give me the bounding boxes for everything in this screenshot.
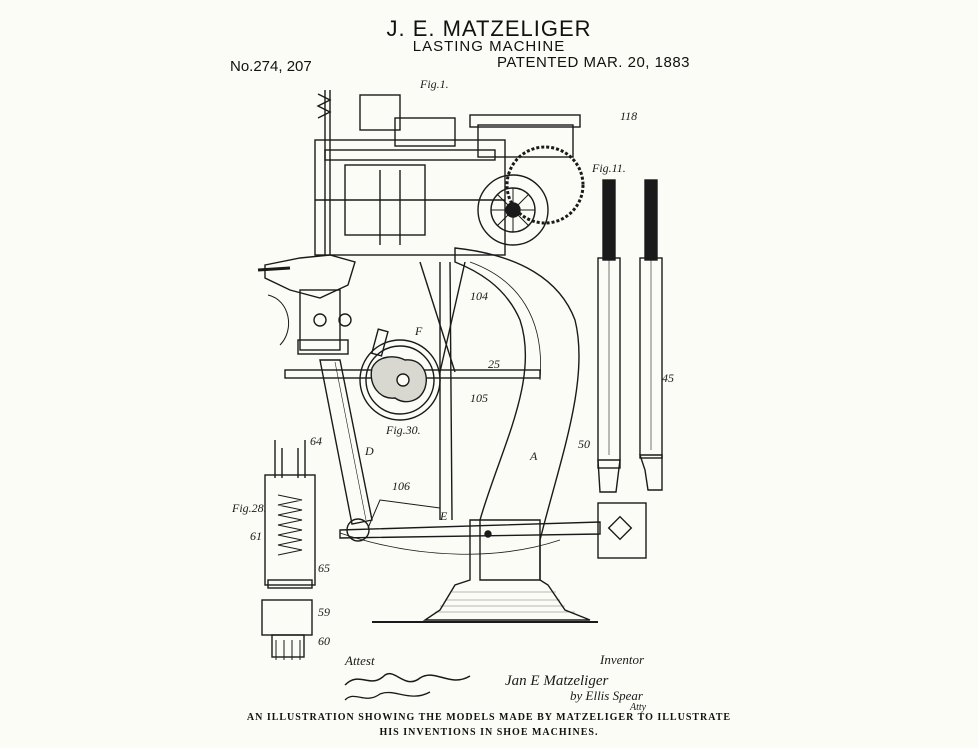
base-pedestal <box>422 519 591 621</box>
spring-housing <box>264 474 316 586</box>
part-label-65: 65 <box>318 561 330 575</box>
treadle-weight <box>597 502 647 559</box>
part-label-45: 45 <box>662 371 674 385</box>
part-label-25: 25 <box>488 357 500 371</box>
fig1-label: Fig.1. <box>419 77 449 91</box>
patent-number: No.274, 207 <box>230 58 312 75</box>
treadle-lever <box>339 521 601 539</box>
slide-bar <box>319 359 373 525</box>
patent-date: PATENTED MAR. 20, 1883 <box>497 54 691 71</box>
part-label-d: D <box>364 444 374 458</box>
inventor-label: Inventor <box>599 652 645 667</box>
inventor-signature: Jan E Matzeliger <box>505 673 608 689</box>
part-label-f: F <box>414 324 423 338</box>
patent-title: LASTING MACHINE <box>412 38 566 55</box>
caption-line-1: AN ILLUSTRATION SHOWING THE MODELS MADE … <box>246 712 732 723</box>
attorney-signature: by Ellis Spear <box>570 688 644 703</box>
witness-signature-1 <box>344 672 471 686</box>
part-label-106: 106 <box>392 479 410 493</box>
part-label-50: 50 <box>578 437 590 451</box>
part-label-59: 59 <box>318 605 330 619</box>
part-label-104: 104 <box>470 289 488 303</box>
part-label-a: A <box>529 449 538 463</box>
upper-head <box>314 139 506 256</box>
fig28-label: Fig.28. <box>231 501 267 515</box>
inventor-name: J. E. MATZELIGER <box>386 16 592 41</box>
part-label-61: 61 <box>250 529 262 543</box>
part-label-60: 60 <box>318 634 330 648</box>
caption-line-2: HIS INVENTIONS IN SHOE MACHINES. <box>379 727 599 738</box>
lasting-jack <box>264 254 356 299</box>
witness-signature-2 <box>344 691 431 701</box>
part-label-64: 64 <box>310 434 322 448</box>
witness-label: Attest <box>344 653 375 668</box>
part-label-105: 105 <box>470 391 488 405</box>
coil-spring <box>277 494 303 556</box>
part-label-118: 118 <box>620 109 637 123</box>
part-label-e: E <box>439 509 448 523</box>
cam-wheel <box>359 339 441 421</box>
drive-gear <box>505 145 585 225</box>
fig11-label: Fig.11. <box>591 161 626 175</box>
fig30-label: Fig.30. <box>385 423 421 437</box>
attorney-label: Atty <box>629 702 647 713</box>
nipper-head <box>261 599 313 636</box>
